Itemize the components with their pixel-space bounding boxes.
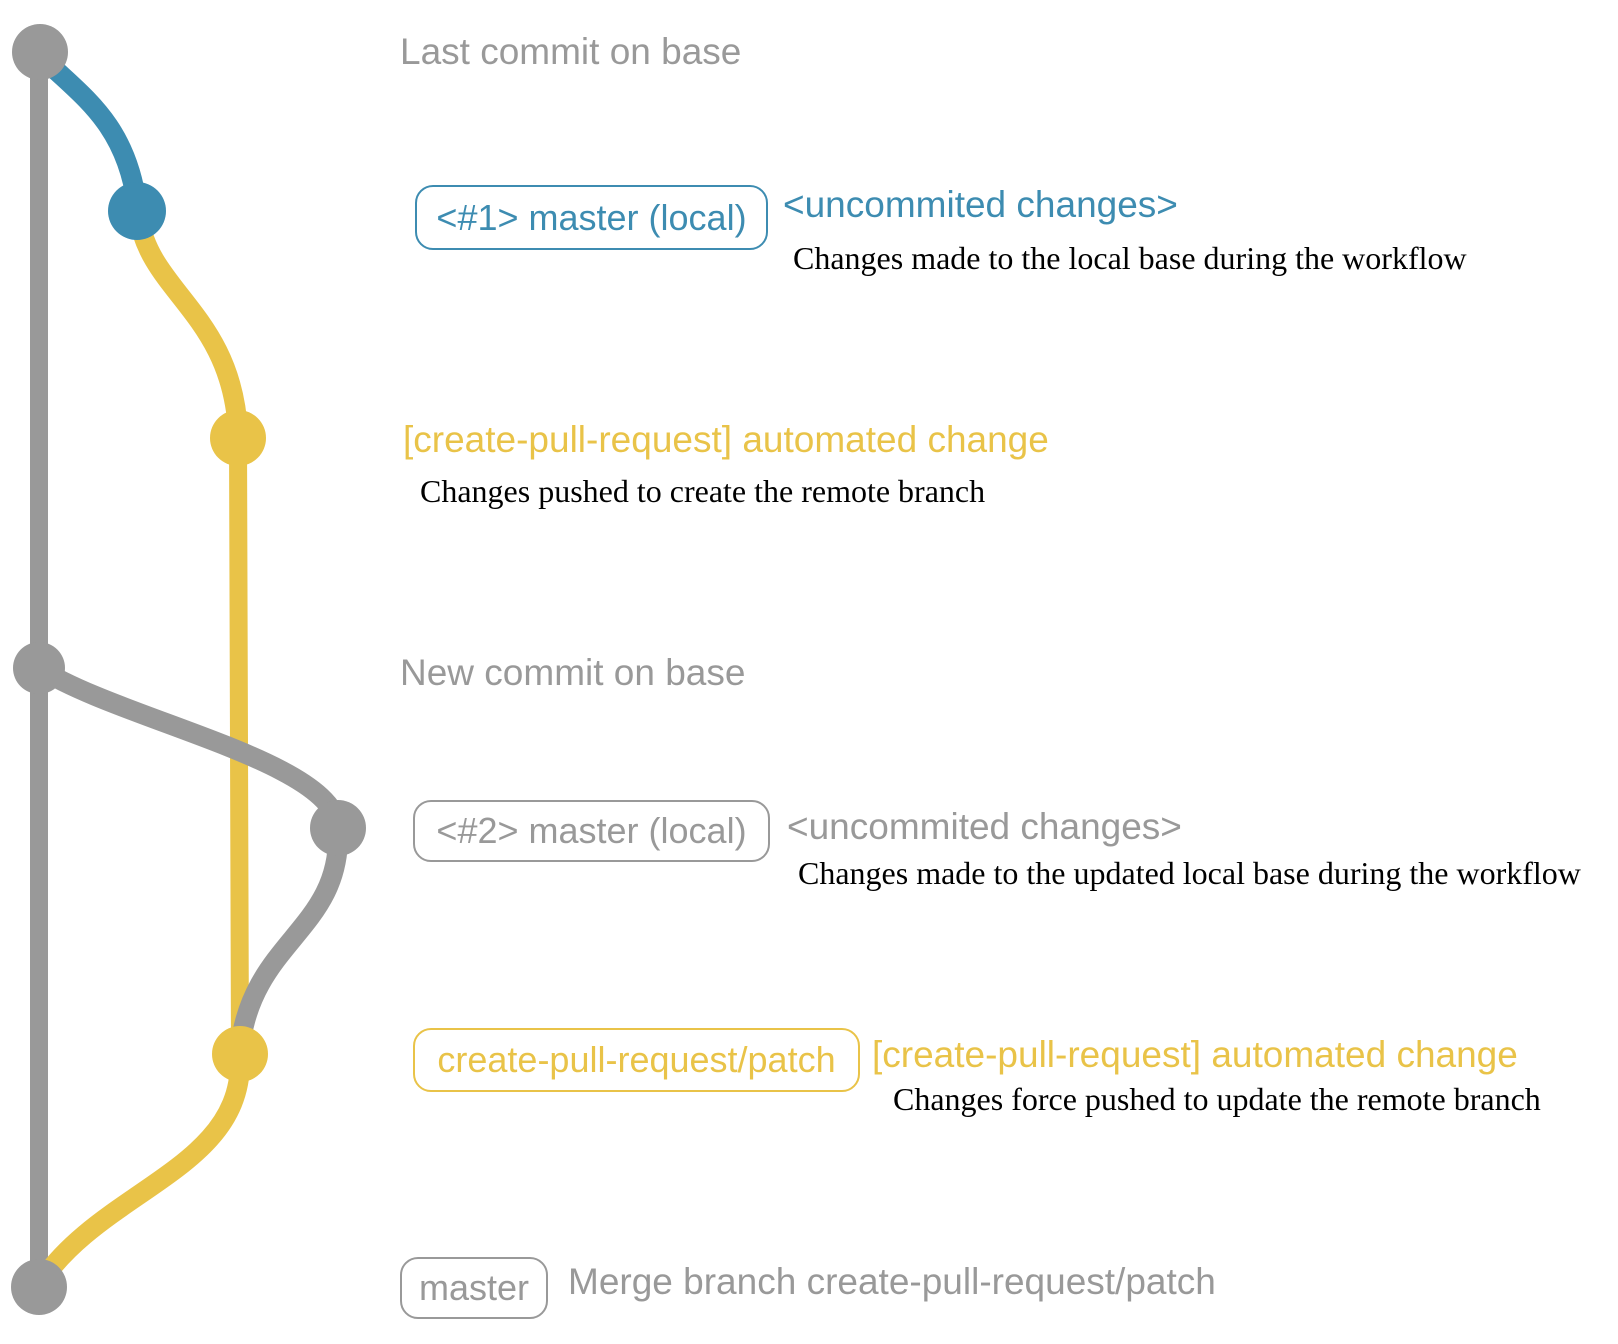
note-local-changes-2: Changes made to the updated local base d… <box>798 855 1581 891</box>
title-uncommitted-changes-1: <uncommited changes> <box>783 184 1178 225</box>
badge-master: master <box>400 1257 548 1319</box>
commit-node-patch-commit-1 <box>210 410 266 466</box>
note-local-changes-1: Changes made to the local base during th… <box>793 240 1467 276</box>
git-graph <box>11 24 366 1315</box>
commit-node-last-commit-on-base <box>12 24 68 80</box>
label-last-commit-on-base: Last commit on base <box>400 31 742 72</box>
edge-local-master-branch <box>33 48 147 215</box>
badge-local-master-2-label: <#2> master (local) <box>436 810 747 851</box>
badge-local-master-1: <#1> master (local) <box>415 185 768 250</box>
note-push-create-remote: Changes pushed to create the remote bran… <box>420 473 986 509</box>
commit-node-local-commit-2 <box>310 800 366 856</box>
commit-node-new-commit-on-base <box>13 642 65 694</box>
label-new-commit-on-base: New commit on base <box>400 652 746 693</box>
badge-local-master-2: <#2> master (local) <box>413 800 770 862</box>
title-automated-change-2: [create-pull-request] automated change <box>872 1034 1518 1075</box>
badge-master-label: master <box>418 1267 530 1308</box>
edge-force-push-to-patch <box>230 820 349 1058</box>
commit-node-patch-commit-2 <box>212 1026 268 1082</box>
badge-local-master-1-label: <#1> master (local) <box>436 196 747 238</box>
badge-patch-branch-label: create-pull-request/patch <box>437 1039 836 1080</box>
badge-patch-branch: create-pull-request/patch <box>413 1028 860 1092</box>
edge-patch-branch-create <box>129 208 248 442</box>
title-automated-change-1: [create-pull-request] automated change <box>403 419 1049 460</box>
title-uncommitted-changes-2: <uncommited changes> <box>787 806 1182 847</box>
edge-merge-to-base <box>29 1050 251 1295</box>
commit-node-local-commit-1 <box>108 182 166 240</box>
note-force-push-remote: Changes force pushed to update the remot… <box>893 1081 1541 1117</box>
edge-rebase-to-local-2 <box>29 658 348 836</box>
title-merge-branch: Merge branch create-pull-request/patch <box>568 1261 1216 1302</box>
commit-node-merge-commit <box>11 1259 67 1315</box>
